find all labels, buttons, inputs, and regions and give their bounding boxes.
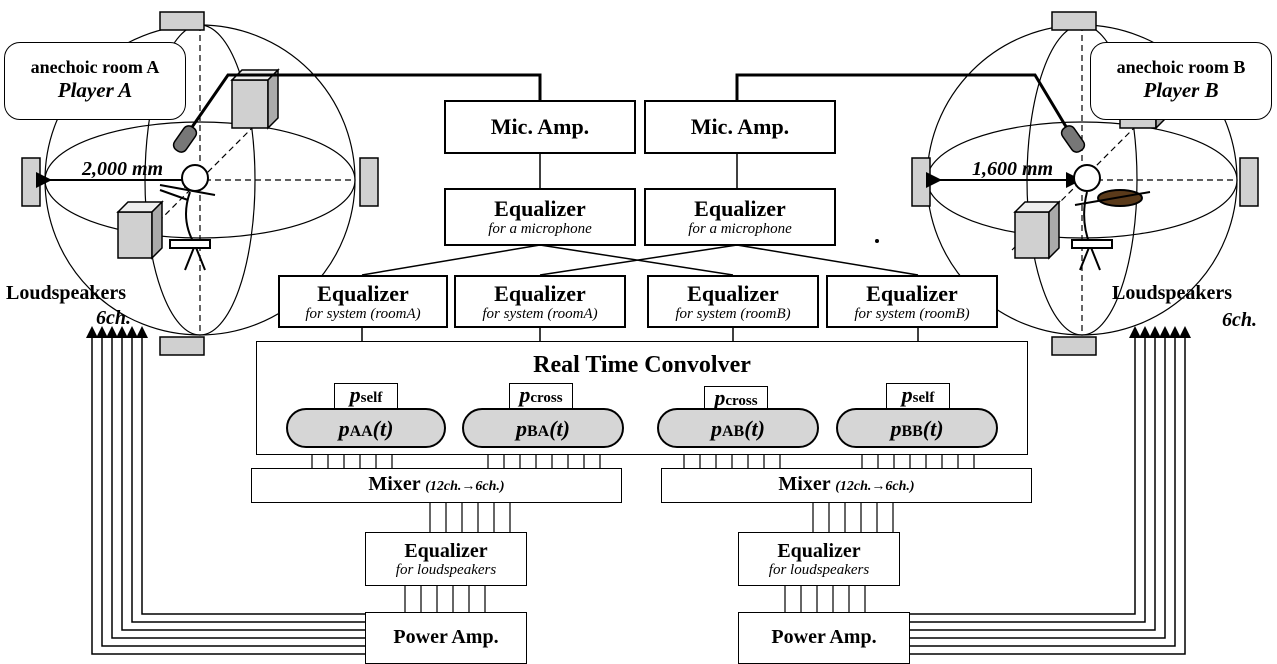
- distance-a: 2,000 mm: [82, 158, 164, 180]
- loudspeakers-room-a: [21, 11, 379, 356]
- player-a-figure: [159, 164, 216, 271]
- mixer-b-title: Mixer: [778, 473, 831, 495]
- channels-b-label: 6ch.: [1222, 309, 1257, 331]
- mic-amp-b: Mic. Amp.: [644, 100, 836, 154]
- eq-system-1: Equalizer for system (roomA): [278, 275, 448, 328]
- eq-system-2-title: Equalizer: [494, 281, 586, 306]
- power-amp-b: Power Amp.: [738, 612, 910, 664]
- room-a-label: anechoic room A Player A: [4, 42, 186, 120]
- mic-amp-b-label: Mic. Amp.: [690, 114, 790, 139]
- eq-mic-b: Equalizer for a microphone: [644, 188, 836, 246]
- convolver-title: Real Time Convolver: [533, 352, 751, 378]
- eq-system-3-sub: for system (roomB): [675, 306, 791, 322]
- eq-speakers-b-title: Equalizer: [777, 540, 861, 562]
- p-label-1: pself: [334, 383, 398, 409]
- loudspeakers-a-label: Loudspeakers: [6, 282, 127, 304]
- p-label-4: pself: [886, 383, 950, 409]
- eq-system-2-sub: for system (roomA): [482, 306, 598, 322]
- eq-mic-a-title: Equalizer: [494, 196, 586, 221]
- mixer-b: Mixer (12ch.→6ch.): [661, 468, 1032, 503]
- power-amp-a: Power Amp.: [365, 612, 527, 664]
- eq-mic-a: Equalizer for a microphone: [444, 188, 636, 246]
- power-amp-b-label: Power Amp.: [771, 626, 877, 648]
- power-amp-a-label: Power Amp.: [393, 626, 499, 648]
- response-aa: pAA(t): [286, 408, 446, 448]
- player-b-name: Player B: [1143, 78, 1219, 102]
- mixer-a-sub: (12ch.→6ch.): [425, 479, 505, 494]
- response-bb: pBB(t): [836, 408, 998, 448]
- eq-system-4: Equalizer for system (roomB): [826, 275, 998, 328]
- p-label-2: pcross: [509, 383, 573, 409]
- eq-speakers-b: Equalizer for loudspeakers: [738, 532, 900, 586]
- eq-speakers-b-sub: for loudspeakers: [768, 562, 870, 578]
- eq-speakers-a-title: Equalizer: [404, 540, 488, 562]
- eq-system-3: Equalizer for system (roomB): [647, 275, 819, 328]
- mixer-a: Mixer (12ch.→6ch.): [251, 468, 622, 503]
- mic-amp-a-label: Mic. Amp.: [490, 114, 590, 139]
- eq-speakers-a-sub: for loudspeakers: [395, 562, 497, 578]
- eq-system-1-title: Equalizer: [317, 281, 409, 306]
- eq-mic-b-title: Equalizer: [694, 196, 786, 221]
- mixer-a-title: Mixer: [368, 473, 421, 495]
- eq-speakers-a: Equalizer for loudspeakers: [365, 532, 527, 586]
- eq-mic-a-sub: for a microphone: [488, 221, 592, 237]
- room-b-title: anechoic room B: [1116, 57, 1246, 77]
- player-a-name: Player A: [57, 78, 133, 102]
- eq-mic-b-sub: for a microphone: [688, 221, 792, 237]
- response-ab: pAB(t): [657, 408, 819, 448]
- player-b-figure: [1071, 164, 1151, 271]
- channels-a-label: 6ch.: [96, 307, 131, 329]
- distance-b: 1,600 mm: [972, 158, 1054, 180]
- speaker-feed-lines-a: [86, 326, 365, 655]
- room-a-title: anechoic room A: [30, 57, 160, 77]
- eq-system-4-sub: for system (roomB): [854, 306, 970, 322]
- eq-system-2: Equalizer for system (roomA): [454, 275, 626, 328]
- eq-system-4-title: Equalizer: [866, 281, 958, 306]
- microphones: [188, 73, 1070, 131]
- response-ba: pBA(t): [462, 408, 624, 448]
- loudspeakers-b-label: Loudspeakers: [1112, 282, 1233, 304]
- room-b-label: anechoic room B Player B: [1090, 42, 1272, 120]
- p-label-3: pcross: [704, 386, 768, 412]
- speaker-feed-lines-b: [910, 326, 1191, 655]
- mixer-b-sub: (12ch.→6ch.): [835, 479, 915, 494]
- mic-amp-a: Mic. Amp.: [444, 100, 636, 154]
- eq-system-3-title: Equalizer: [687, 281, 779, 306]
- eq-system-1-sub: for system (roomA): [305, 306, 421, 322]
